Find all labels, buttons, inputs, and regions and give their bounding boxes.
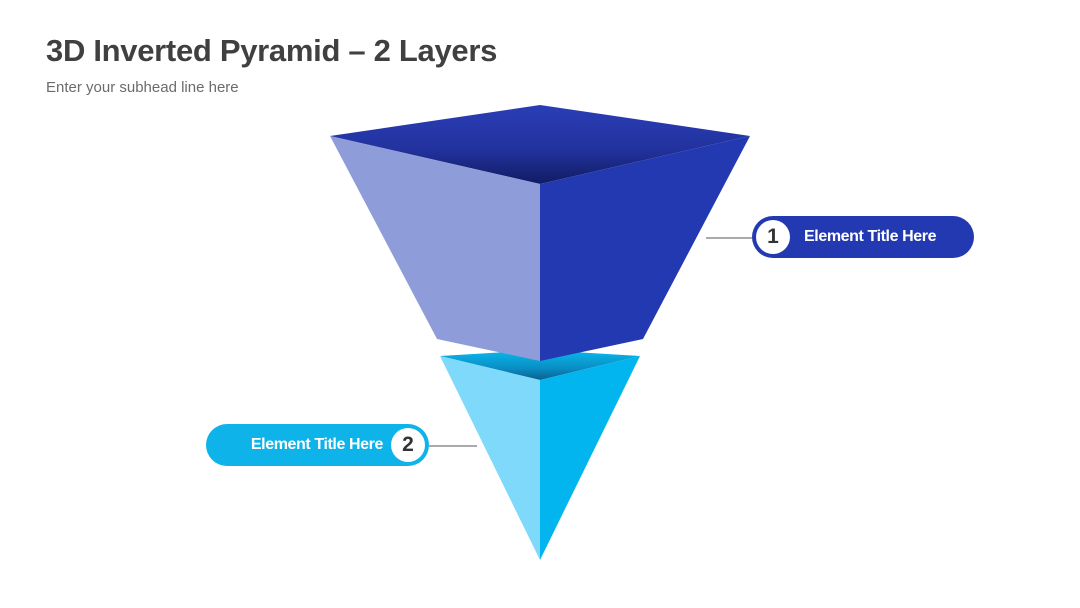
layer-2-right-face (540, 356, 640, 560)
layer-2-number-badge: 2 (391, 428, 425, 462)
layer-2-left-face (440, 356, 540, 560)
layer-2-label: Element Title Here (250, 436, 384, 453)
layer-2-top-face (440, 350, 640, 380)
layer-1-left-face (330, 136, 540, 361)
layer-1-number-badge: 1 (756, 220, 790, 254)
layer-1-right-face (540, 136, 750, 361)
layer-1-label: Element Title Here (804, 228, 937, 245)
slide-title: 3D Inverted Pyramid – 2 Layers (46, 33, 498, 68)
pyramid-layer-2 (440, 350, 640, 560)
pyramid-layer-1 (330, 105, 750, 361)
callout-layer-1[interactable]: 1 Element Title Here (752, 216, 974, 258)
slide-subtitle: Enter your subhead line here (46, 79, 239, 96)
layer-1-top-face (330, 105, 750, 184)
callout-layer-2[interactable]: Element Title Here 2 (206, 424, 429, 466)
